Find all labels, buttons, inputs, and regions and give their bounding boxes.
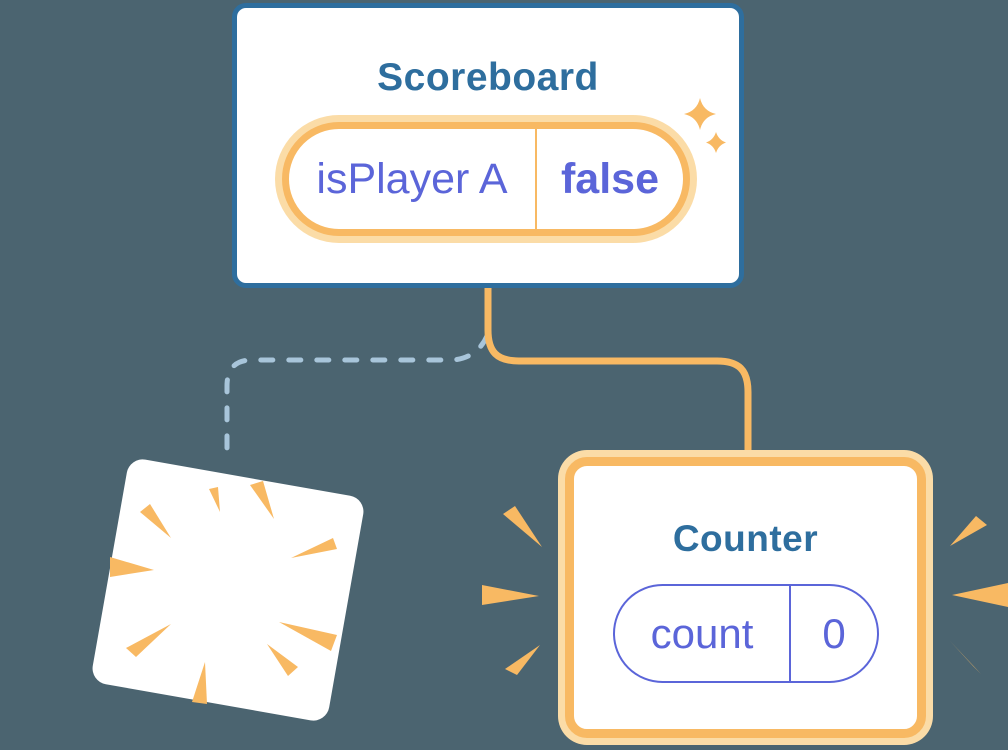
scoreboard-state-value: false [535,129,683,229]
counter-card: Counter count 0 [565,457,926,738]
dashed-connector-line [224,333,490,461]
solid-connector-line [484,282,752,459]
counter-title: Counter [672,518,819,559]
counter-state-pill: count 0 [613,584,879,683]
counter-state-name: count [650,609,754,657]
scoreboard-title: Scoreboard [377,56,599,99]
destroyed-counter-card [90,456,366,724]
scoreboard-state-name: isPlayer A [316,154,508,203]
scoreboard-card: Scoreboard isPlayer A false [232,3,744,288]
scoreboard-state-pill: isPlayer A false [282,122,690,236]
counter-state-value: 0 [789,586,877,681]
